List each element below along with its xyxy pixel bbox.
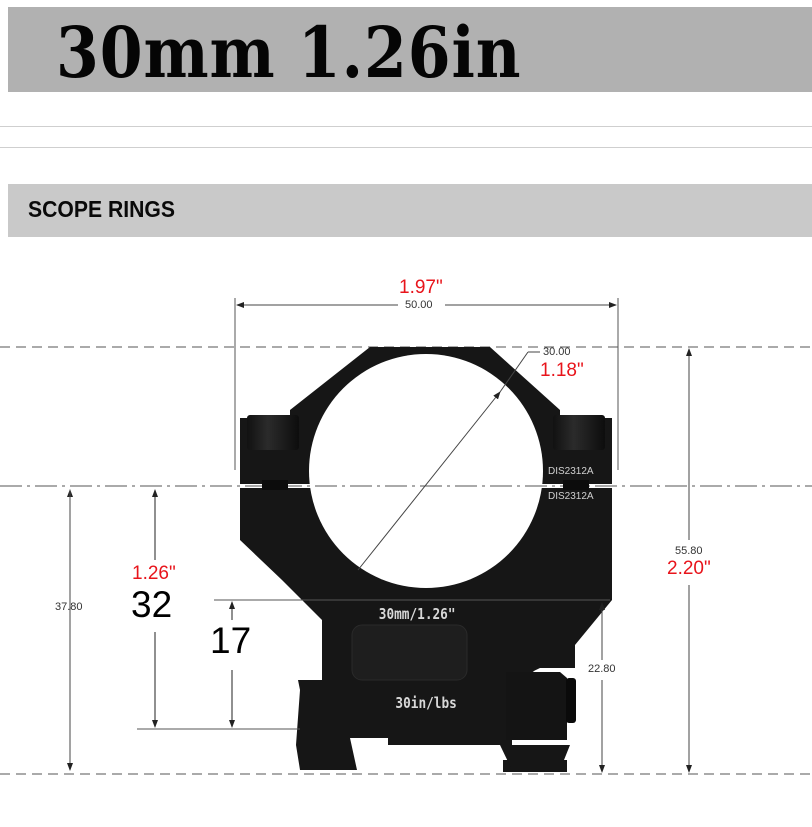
divider xyxy=(0,126,812,127)
divider xyxy=(0,147,812,148)
rail-to-center-mm: 32 xyxy=(131,584,173,625)
rail-to-center-inches: 1.26" xyxy=(132,563,176,584)
diameter-mm: 30.00 xyxy=(543,346,571,358)
saddle-height-mm: 22.80 xyxy=(588,663,616,675)
center-height-mm: 37.80 xyxy=(55,601,83,613)
page-title: 30mm 1.26in xyxy=(56,11,522,94)
section-header: SCOPE RINGS xyxy=(8,184,812,237)
width-mm: 50.00 xyxy=(405,299,433,311)
rail-to-saddle-mm: 17 xyxy=(210,620,252,661)
title-banner: 30mm 1.26in xyxy=(8,7,812,94)
total-height-mm: 55.80 xyxy=(675,545,703,557)
engraving-torque: 30in/lbs xyxy=(395,694,457,712)
total-height-inches: 2.20" xyxy=(667,558,711,579)
section-title: SCOPE RINGS xyxy=(28,196,175,222)
part-mark-bottom: DIS2312A xyxy=(548,491,594,502)
width-inches: 1.97" xyxy=(399,277,443,298)
engraving-size: 30mm/1.26" xyxy=(378,605,456,623)
part-mark-top: DIS2312A xyxy=(548,466,594,477)
diameter-inches: 1.18" xyxy=(540,360,584,381)
